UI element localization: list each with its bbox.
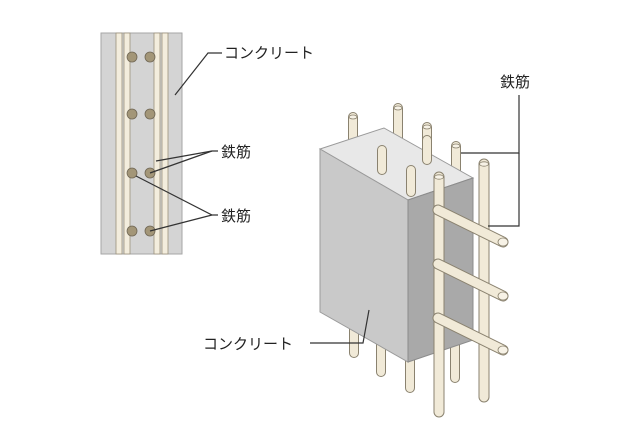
label-rebar-section-1: 鉄筋 <box>221 143 251 161</box>
rebar-vertical-2 <box>123 32 131 255</box>
leader-rebar-right-2 <box>488 153 520 227</box>
rebar-section-dot <box>126 108 138 120</box>
leader-rebar-left-4 <box>149 214 213 232</box>
rebar-section-dot <box>126 51 138 63</box>
leader-concrete-right <box>310 309 370 344</box>
rebar-vertical-3 <box>153 32 161 255</box>
rebars-side-horizontal <box>432 204 509 356</box>
concrete-section <box>100 32 183 255</box>
rebars-top-stubs <box>377 135 432 197</box>
rebar-section-dot <box>126 225 138 237</box>
rebar-vertical-4 <box>161 32 169 255</box>
label-rebar-section-2: 鉄筋 <box>221 207 251 225</box>
column-3d: 鉄筋 コンクリート <box>203 73 530 418</box>
label-concrete-3d: コンクリート <box>203 335 293 353</box>
rebar-section-dot <box>126 167 138 179</box>
leader-rebar-right <box>461 95 520 154</box>
rebar-sections <box>126 51 156 237</box>
cross-section-panel: コンクリート 鉄筋 鉄筋 <box>100 32 314 255</box>
leader-concrete-left <box>174 52 222 96</box>
label-concrete-section: コンクリート <box>224 44 314 62</box>
label-rebar-3d: 鉄筋 <box>500 73 530 91</box>
leader-rebar-left-2 <box>149 150 213 174</box>
rebar-section-dot <box>144 51 156 63</box>
rebar-vertical-1 <box>115 32 123 255</box>
rebar-section-dot <box>144 108 156 120</box>
